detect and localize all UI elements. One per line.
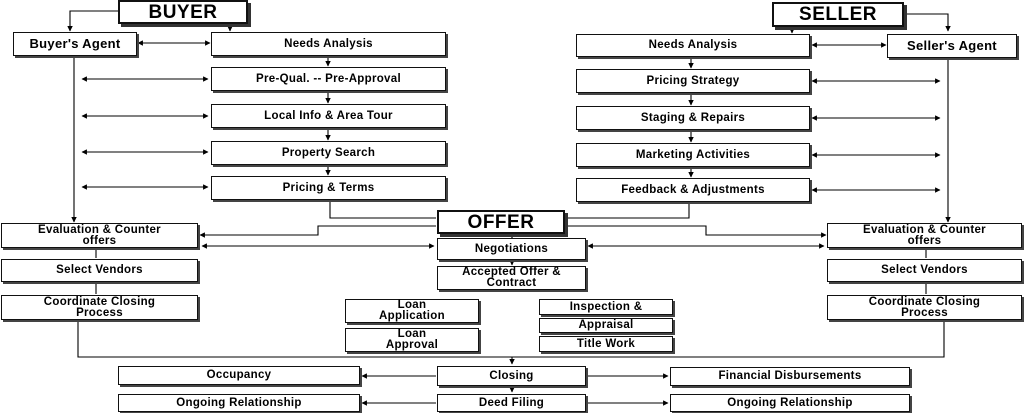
sellers-agent-box: Seller's Agent [887,34,1017,58]
accepted-offer-box: Accepted Offer & Contract [437,266,586,290]
buyer-step-local-info: Local Info & Area Tour [211,104,446,128]
buyer-evaluation-box: Evaluation & Counter offers [1,223,198,248]
buyer-step-prequal: Pre-Qual. -- Pre-Approval [211,67,446,91]
seller-coordinate-closing-box: Coordinate Closing Process [827,295,1022,320]
negotiations-box: Negotiations [437,238,586,260]
seller-step-marketing: Marketing Activities [576,143,810,167]
occupancy-box: Occupancy [118,366,360,385]
buyer-coordinate-closing-box: Coordinate Closing Process [1,295,198,320]
buyer-title: BUYER [118,0,248,24]
offer-box: OFFER [437,210,565,234]
buyer-step-needs-analysis: Needs Analysis [211,32,446,56]
seller-step-needs-analysis: Needs Analysis [576,34,810,57]
loan-approval-box: Loan Approval [345,328,479,352]
buyer-select-vendors-box: Select Vendors [1,259,198,282]
buyers-agent-box: Buyer's Agent [13,32,137,56]
seller-select-vendors-box: Select Vendors [827,259,1022,282]
title-work-box: Title Work [539,336,673,352]
closing-box: Closing [437,366,586,386]
seller-title: SELLER [772,2,904,27]
buyer-step-property-search: Property Search [211,141,446,165]
buyer-ongoing-relationship-box: Ongoing Relationship [118,394,360,412]
inspection-box: Inspection & [539,299,673,315]
appraisal-box: Appraisal [539,318,673,333]
seller-step-pricing-strategy: Pricing Strategy [576,69,810,93]
seller-step-feedback: Feedback & Adjustments [576,178,810,202]
seller-evaluation-box: Evaluation & Counter offers [827,223,1022,248]
loan-application-box: Loan Application [345,299,479,323]
financial-disbursements-box: Financial Disbursements [670,367,910,386]
deed-filing-box: Deed Filing [437,394,586,412]
seller-ongoing-relationship-box: Ongoing Relationship [670,394,910,412]
buyer-step-pricing-terms: Pricing & Terms [211,176,446,200]
seller-step-staging-repairs: Staging & Repairs [576,106,810,130]
